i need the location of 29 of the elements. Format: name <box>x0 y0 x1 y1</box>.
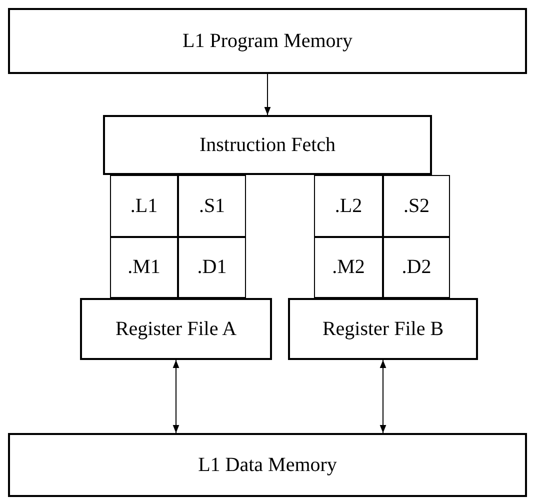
functional-unit-box <box>110 175 178 237</box>
box-label: Instruction Fetch <box>199 134 336 156</box>
memory-box <box>8 433 527 497</box>
box-label: Register File B <box>322 318 444 340</box>
arrow <box>264 74 271 116</box>
functional-unit-box <box>314 237 383 298</box>
functional-unit-box <box>314 175 383 237</box>
box-label: .D2 <box>402 256 432 279</box>
functional-unit-box <box>383 175 450 237</box>
register-file-box <box>80 298 272 360</box>
memory-box <box>8 8 527 74</box>
functional-unit-box <box>178 237 246 298</box>
functional-unit-box <box>383 237 450 298</box>
arrow <box>380 360 386 434</box>
box-label: L1 Program Memory <box>182 30 352 52</box>
register-file-box <box>288 298 478 360</box>
fetch-unit-box <box>103 115 432 175</box>
box-label: Register File A <box>115 318 237 340</box>
box-label: .M2 <box>332 256 365 279</box>
functional-unit-box <box>110 237 178 298</box>
box-label: .M1 <box>128 256 160 279</box>
box-label: .L1 <box>130 194 158 218</box>
box-label: .L2 <box>334 194 362 218</box>
box-label: .S2 <box>403 194 430 218</box>
functional-unit-box <box>178 175 246 237</box>
box-label: .S1 <box>198 194 226 218</box>
arrow <box>172 360 180 434</box>
box-label: L1 Data Memory <box>198 454 337 476</box>
box-label: .D1 <box>197 256 227 279</box>
